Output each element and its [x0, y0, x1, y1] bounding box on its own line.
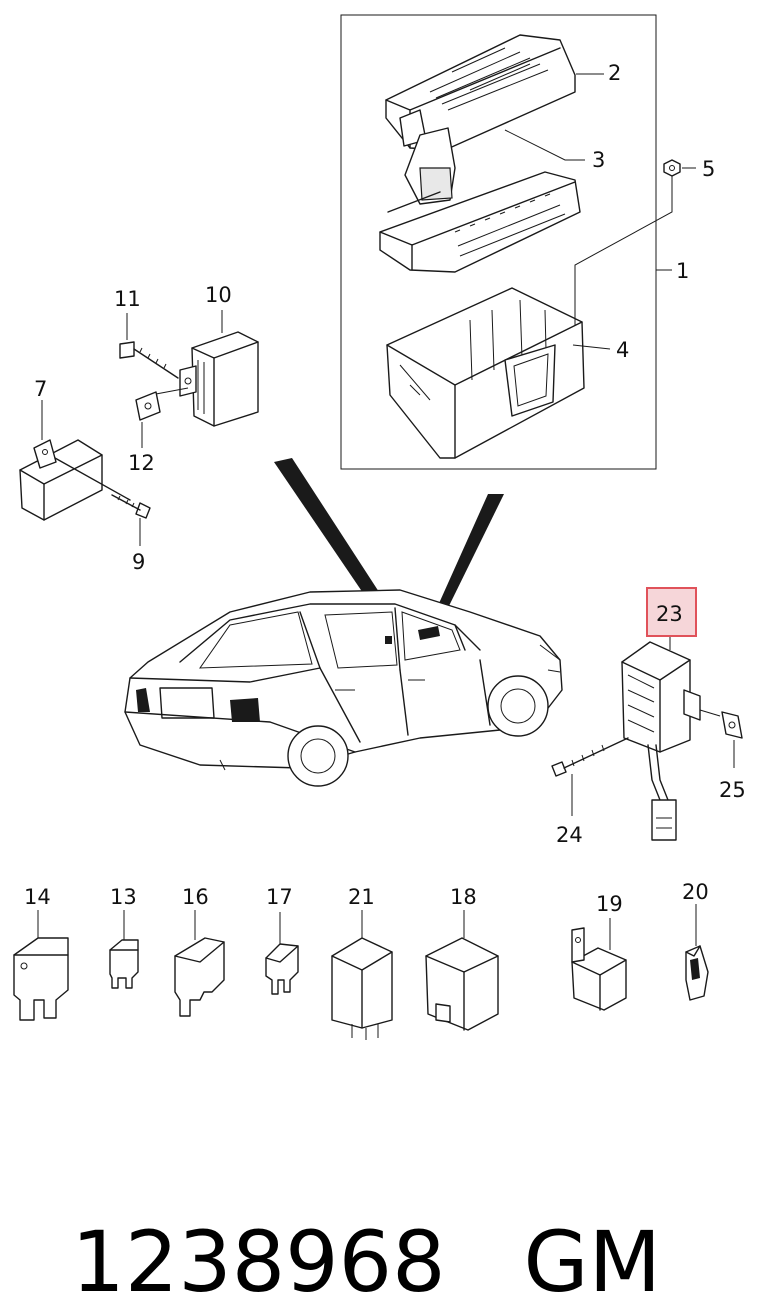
- callout-24: 24: [556, 823, 583, 847]
- fuse-panel: [379, 127, 581, 273]
- callout-18: 18: [450, 885, 477, 909]
- fuse-17: [265, 912, 299, 995]
- callout-20: 20: [682, 880, 709, 904]
- callout-11: 11: [114, 287, 141, 311]
- module-23-group: [551, 637, 743, 841]
- callout-13: 13: [110, 885, 137, 909]
- relay-18: [425, 910, 499, 1031]
- fuse-13: [109, 910, 139, 989]
- assembly-frame: [340, 14, 657, 470]
- fuse-14: [13, 910, 69, 1021]
- fuse-box-housing: [386, 287, 585, 459]
- callout-12: 12: [128, 451, 155, 475]
- nut-5: [663, 159, 681, 177]
- callout-9: 9: [132, 550, 145, 574]
- relay-21: [331, 910, 393, 1040]
- callout-2: 2: [608, 61, 621, 85]
- rear-wheel: [287, 725, 349, 787]
- connector-20: [685, 904, 709, 1001]
- module-10-group: [119, 310, 259, 448]
- callout-19: 19: [596, 892, 623, 916]
- callout-16: 16: [182, 885, 209, 909]
- callout-14: 14: [24, 885, 51, 909]
- highlight-box-23: [646, 587, 697, 637]
- fuse-16: [174, 910, 225, 1017]
- callout-5: 5: [702, 157, 715, 181]
- callout-1: 1: [676, 259, 689, 283]
- parts-diagram: 2 3 5 1 4 11 10 7 12 9 23 25 24 14 13 16…: [13, 14, 746, 1040]
- callout-4: 4: [616, 338, 629, 362]
- callout-25: 25: [719, 778, 746, 802]
- callout-3: 3: [592, 148, 605, 172]
- relay-19: [571, 918, 627, 1011]
- callout-7: 7: [34, 377, 47, 401]
- front-wheel: [487, 675, 549, 737]
- callout-10: 10: [205, 283, 232, 307]
- part-number: 1238968: [71, 1213, 446, 1311]
- car-illustration: [124, 458, 563, 787]
- module-7-group: [19, 400, 151, 546]
- footer: 1238968 GM: [18, 1112, 661, 1311]
- callout-23: 23: [656, 602, 683, 626]
- callout-21: 21: [348, 885, 375, 909]
- fuse-box-assembly: [340, 14, 696, 470]
- brand-name: GM: [523, 1213, 662, 1311]
- fuse-box-cover: [385, 34, 576, 151]
- callout-17: 17: [266, 885, 293, 909]
